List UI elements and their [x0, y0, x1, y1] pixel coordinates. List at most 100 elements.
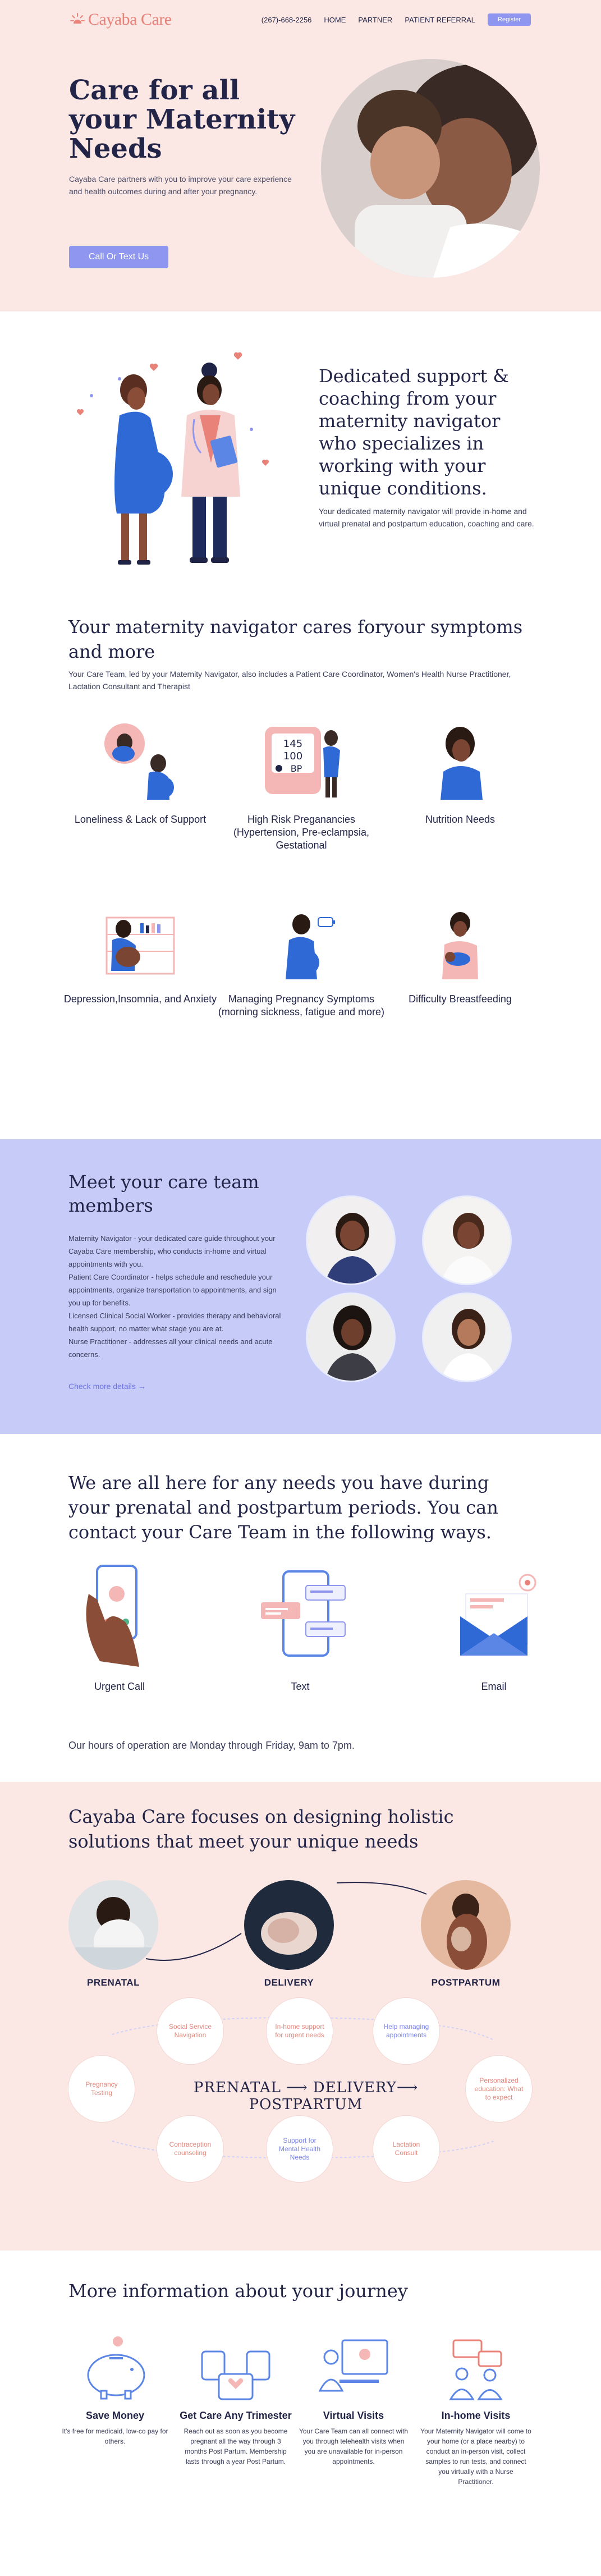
holistic-solutions-section: Cayaba Care focuses on designing holisti…	[0, 1782, 601, 2250]
care-team-section: Meet your care team members Maternity Na…	[0, 1139, 601, 1434]
mother-baby-illustration	[321, 59, 540, 278]
team-member-photo	[422, 1195, 512, 1285]
service-bubble: In-home support for urgent needs	[267, 1998, 333, 2064]
monitor-reading-top: 145	[283, 738, 302, 750]
contact-label: Email	[481, 1681, 507, 1692]
phone-link[interactable]: (267)-668-2256	[261, 15, 312, 24]
call-or-text-button[interactable]: Call Or Text Us	[69, 246, 168, 268]
care-label: Depression,Insomnia, and Anxiety	[63, 993, 217, 1005]
support-description: Your dedicated maternity navigator will …	[319, 507, 534, 528]
service-bubble: Social Service Navigation	[157, 1998, 223, 2064]
team-member-photo	[306, 1292, 396, 1382]
hero-photo-mother-baby	[321, 59, 540, 278]
stage-label-postpartum: POSTPARTUM	[431, 1977, 501, 1988]
prenatal-image	[68, 1880, 158, 1970]
care-label: Managing Pregnancy Symptoms (morning sic…	[218, 993, 385, 1017]
care-label: Loneliness & Lack of Support	[74, 814, 207, 825]
monitor-bp-label: BP	[291, 763, 302, 774]
support-section: Dedicated support & coaching from your m…	[0, 311, 601, 603]
calendar-care-icon	[201, 2350, 270, 2400]
nav-partner[interactable]: PARTNER	[358, 15, 393, 24]
care-item-high-risk: 145 100 BP High Risk Preganancies (Hyper…	[217, 721, 386, 852]
prenatal-photo	[68, 1880, 158, 1970]
care-item-loneliness: Loneliness & Lack of Support	[56, 721, 224, 826]
info-desc: Your Care Team can all connect with you …	[299, 2427, 409, 2465]
team-roles: Maternity Navigator - your dedicated car…	[68, 1232, 282, 1361]
team-member-photo	[306, 1195, 396, 1285]
piggy-bank-icon	[87, 2336, 145, 2400]
navigator-and-mother-illustration	[76, 352, 269, 565]
breastfeeding-icon	[442, 912, 478, 979]
contact-urgent-call[interactable]: Urgent Call	[49, 1560, 190, 1693]
care-item-depression: Depression,Insomnia, and Anxiety	[56, 901, 224, 1006]
contact-section: We are all here for any needs you have d…	[0, 1434, 601, 1782]
blood-pressure-icon: 145 100 BP	[265, 727, 340, 797]
contact-title: We are all here for any needs you have d…	[68, 1472, 498, 1543]
nav-patient-referral[interactable]: PATIENT REFERRAL	[405, 15, 476, 24]
logo-text: Cayaba Care	[88, 10, 172, 29]
nav-home[interactable]: HOME	[324, 15, 346, 24]
team-title: Meet your care team members	[68, 1171, 259, 1216]
hero-title: Care for all your Maternity Needs	[69, 75, 295, 164]
info-title: Get Care Any Trimester	[180, 2410, 292, 2421]
nav-links: (267)-668-2256 HOME PARTNER PATIENT REFE…	[261, 13, 531, 26]
service-bubble: Support for Mental Health Needs	[267, 2116, 333, 2182]
monitor-reading-mid: 100	[283, 750, 302, 762]
info-virtual-visits: Virtual Visits Your Care Team can all co…	[297, 2335, 410, 2467]
top-nav: Cayaba Care (267)-668-2256 HOME PARTNER …	[0, 0, 601, 39]
contact-label: Urgent Call	[94, 1681, 145, 1692]
nutrition-icon	[441, 727, 483, 800]
service-bubble: Contraception counseling	[157, 2116, 223, 2182]
info-desc: Your Maternity Navigator will come to yo…	[420, 2427, 531, 2486]
loneliness-icon	[104, 723, 174, 800]
register-button[interactable]: Register	[488, 13, 531, 26]
info-title: Save Money	[85, 2410, 145, 2421]
info-in-home-visits: In-home Visits Your Maternity Navigator …	[420, 2335, 532, 2487]
care-label: High Risk Preganancies (Hypertension, Pr…	[233, 814, 370, 851]
cares-lead: Your Care Team, led by your Maternity Na…	[68, 670, 511, 691]
info-desc: It's free for medicaid, low-co pay for o…	[62, 2427, 168, 2445]
service-bubble: Help managing appointments	[373, 1998, 439, 2064]
role-maternity-navigator: Maternity Navigator - your dedicated car…	[68, 1234, 276, 1268]
in-home-visit-icon	[449, 2339, 503, 2400]
journey-title: More information about your journey	[68, 2280, 408, 2302]
member-avatar	[308, 1294, 394, 1381]
stage-label-delivery: DELIVERY	[264, 1977, 314, 1988]
hours-of-operation: Our hours of operation are Monday throug…	[68, 1740, 355, 1751]
care-item-breastfeeding: Difficulty Breastfeeding	[376, 901, 544, 1006]
pregnancy-symptoms-icon	[286, 914, 335, 979]
check-more-details-link[interactable]: Check more details →	[68, 1382, 146, 1391]
contact-email[interactable]: Email	[424, 1560, 564, 1693]
email-envelope-icon	[460, 1574, 536, 1656]
journey-timeline: PRENATAL ⟶ DELIVERY⟶ POSTPARTUM	[193, 2079, 419, 2113]
phone-call-icon	[86, 1565, 139, 1667]
logo-sun-icon	[70, 13, 85, 24]
contact-label: Text	[291, 1681, 310, 1692]
member-avatar	[424, 1294, 510, 1381]
holistic-title: Cayaba Care focuses on designing holisti…	[68, 1806, 454, 1852]
hero-section: Care for all your Maternity Needs Cayaba…	[0, 39, 601, 311]
text-message-icon	[261, 1570, 346, 1657]
logo[interactable]: Cayaba Care	[70, 10, 172, 29]
delivery-image	[244, 1880, 334, 1970]
role-social-worker: Licensed Clinical Social Worker - provid…	[68, 1312, 281, 1333]
care-label: Difficulty Breastfeeding	[409, 993, 512, 1005]
role-nurse-practitioner: Nurse Practitioner - addresses all your …	[68, 1337, 273, 1359]
postpartum-photo	[421, 1880, 511, 1970]
info-save-money: Save Money It's free for medicaid, low-c…	[59, 2335, 171, 2446]
virtual-visit-icon	[318, 2339, 388, 2392]
journey-info-section: More information about your journey Save…	[0, 2250, 601, 2576]
member-avatar	[308, 1197, 394, 1284]
delivery-photo	[244, 1880, 334, 1970]
info-title: Virtual Visits	[323, 2410, 384, 2421]
care-item-nutrition: Nutrition Needs	[376, 721, 544, 826]
hero-description: Cayaba Care partners with you to improve…	[69, 175, 292, 196]
service-bubble: Personalized education: What to expect	[466, 2056, 532, 2122]
team-member-photo	[422, 1292, 512, 1382]
role-patient-care-coordinator: Patient Care Coordinator - helps schedul…	[68, 1273, 277, 1307]
info-title: In-home Visits	[441, 2410, 511, 2421]
cares-title: Your maternity navigator cares foryour s…	[68, 616, 523, 662]
postpartum-image	[421, 1880, 511, 1970]
contact-text[interactable]: Text	[230, 1560, 370, 1693]
depression-icon	[105, 916, 175, 975]
